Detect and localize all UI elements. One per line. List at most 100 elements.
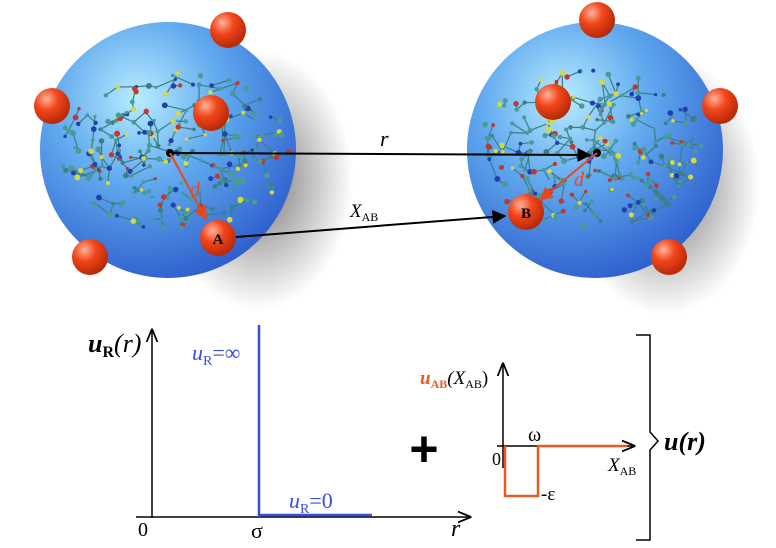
uAB-well <box>503 444 627 498</box>
particle-right-molecule <box>482 68 704 230</box>
molecule-atom <box>583 189 588 194</box>
molecule-atom <box>682 106 688 112</box>
d-label-left: d <box>190 179 201 201</box>
molecule-atom <box>510 121 515 126</box>
molecule-atom <box>179 225 184 230</box>
molecule-bond <box>164 104 187 111</box>
molecule-atom <box>192 127 196 132</box>
molecule-bond <box>636 119 655 130</box>
molecule-atom <box>257 158 263 164</box>
patch-a <box>200 220 236 256</box>
molecule-atom <box>224 182 229 188</box>
molecule-atom <box>242 103 248 109</box>
molecule-atom <box>634 117 639 122</box>
r-label: r <box>380 126 389 151</box>
molecule-atom <box>175 124 181 130</box>
molecule-atom <box>610 119 616 125</box>
molecule-atom <box>141 156 146 161</box>
plot-uAB: uAB(XAB) ω 0 -ε XAB <box>420 364 636 505</box>
plot-uAB-x-label: XAB <box>607 455 636 478</box>
molecule-atom <box>525 131 530 136</box>
molecule-atom <box>663 121 668 126</box>
molecule-atom <box>562 181 566 186</box>
molecule-atom <box>130 218 137 224</box>
molecule-atom <box>132 86 138 92</box>
molecule-atom <box>186 220 191 225</box>
molecule-atom <box>593 168 597 173</box>
molecule-atom <box>524 176 530 182</box>
molecule-atom <box>237 196 244 203</box>
molecule-atom <box>111 202 115 206</box>
molecule-atom <box>185 207 190 212</box>
molecule-atom <box>520 173 525 179</box>
molecule-atom <box>601 153 607 160</box>
molecule-atom <box>522 100 527 105</box>
molecule-atom <box>131 119 137 125</box>
molecule-atom <box>147 120 154 127</box>
molecule-atom <box>167 186 173 192</box>
molecule-atom <box>218 86 223 92</box>
molecule-atom <box>658 153 665 160</box>
molecule-atom <box>679 139 684 144</box>
molecule-atom <box>229 90 236 97</box>
molecule-atom <box>669 160 675 165</box>
molecule-atom <box>178 215 184 221</box>
molecule-atom <box>127 168 133 174</box>
molecule-atom <box>555 140 560 145</box>
molecule-atom <box>614 159 619 165</box>
molecule-atom <box>252 117 257 122</box>
molecule-atom <box>502 181 509 188</box>
molecule-atom <box>636 112 640 117</box>
molecule-atom <box>629 117 634 122</box>
molecule-atom <box>214 173 221 179</box>
molecule-atom <box>125 166 129 171</box>
molecule-bond <box>511 123 528 134</box>
molecule-atom <box>654 143 658 148</box>
molecule-atom <box>71 170 76 176</box>
molecule-atom <box>251 110 258 116</box>
molecule-atom <box>235 81 240 86</box>
molecule-atom <box>538 78 543 83</box>
molecule-atom <box>85 176 91 182</box>
molecule-atom <box>116 156 121 161</box>
molecule-atom <box>599 79 605 85</box>
molecule-atom <box>576 155 580 159</box>
molecule-atom <box>661 92 666 97</box>
molecule-atom <box>629 91 635 97</box>
molecule-atom <box>499 164 505 170</box>
molecule-atom <box>170 73 175 78</box>
molecule-atom <box>513 100 519 107</box>
molecule-atom <box>121 200 126 205</box>
molecule-atom <box>673 173 680 179</box>
molecule-atom <box>547 169 552 174</box>
molecule-atom <box>546 121 550 126</box>
molecule-atom <box>648 159 654 165</box>
molecule-atom <box>85 113 90 117</box>
molecule-atom <box>153 177 157 181</box>
molecule-bond <box>678 144 684 165</box>
molecule-atom <box>150 195 155 199</box>
patch-b <box>508 194 544 230</box>
molecule-atom <box>607 178 612 182</box>
molecule-atom <box>167 142 172 146</box>
molecule-atom <box>221 138 225 143</box>
molecule-atom <box>589 147 594 152</box>
molecule-atom <box>160 217 164 222</box>
molecule-atom <box>584 138 589 142</box>
molecule-atom <box>90 200 95 205</box>
molecule-atom <box>546 176 551 181</box>
molecule-bond <box>165 78 176 95</box>
molecule-atom <box>154 85 158 90</box>
molecule-atom <box>631 175 637 181</box>
molecule-atom <box>62 125 68 131</box>
molecule-atom <box>597 96 603 102</box>
molecule-atom <box>611 102 616 107</box>
molecule-atom <box>487 157 492 162</box>
patch-right-1 <box>579 2 615 38</box>
molecule-atom <box>142 163 146 167</box>
molecule-atom <box>197 72 204 79</box>
molecule-bond <box>64 117 77 137</box>
molecule-atom <box>78 168 84 174</box>
molecule-atom <box>163 159 169 164</box>
patch-left-4 <box>72 239 108 275</box>
